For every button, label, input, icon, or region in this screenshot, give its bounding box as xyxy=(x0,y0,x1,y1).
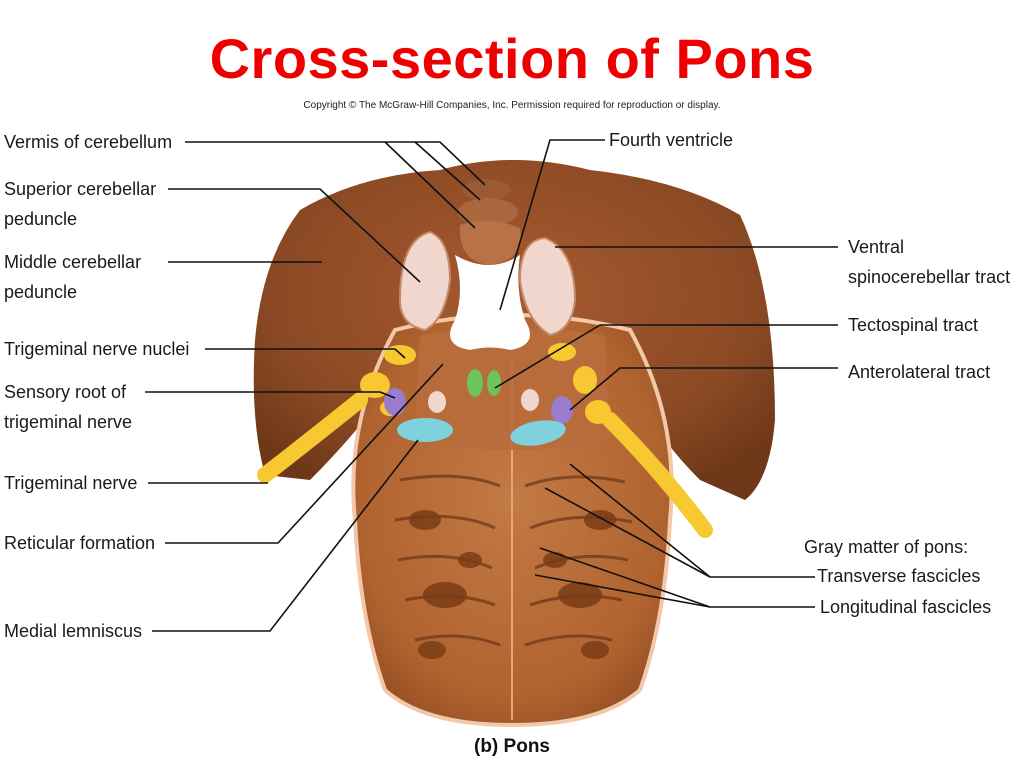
leader-superior-peduncle xyxy=(168,188,421,283)
leader-transverse-2 xyxy=(544,487,711,578)
left-medial-lemniscus xyxy=(397,418,453,442)
label-reticular-formation: Reticular formation xyxy=(4,533,155,553)
leader-anterolateral xyxy=(569,367,838,411)
label-superior-peduncle-1: Superior cerebellar xyxy=(4,179,156,199)
label-middle-peduncle-2: peduncle xyxy=(4,282,77,302)
leader-lines xyxy=(145,139,838,632)
leader-trigeminal-nuclei xyxy=(205,348,406,359)
label-sensory-root-1: Sensory root of xyxy=(4,382,127,402)
label-trigeminal-nerve: Trigeminal nerve xyxy=(4,473,137,493)
leader-longitudinal-2 xyxy=(534,574,711,608)
right-trigeminal-nerve xyxy=(602,412,713,538)
copyright-notice: Copyright © The McGraw-Hill Companies, I… xyxy=(303,100,721,111)
label-vermis: Vermis of cerebellum xyxy=(4,132,172,152)
label-tectospinal: Tectospinal tract xyxy=(848,315,978,335)
figure-caption: (b) Pons xyxy=(474,736,550,757)
label-trigeminal-nuclei: Trigeminal nerve nuclei xyxy=(4,339,189,359)
label-ventral-2: spinocerebellar tract xyxy=(848,267,1010,287)
leader-vermis xyxy=(185,141,486,186)
leader-reticular xyxy=(165,363,444,544)
right-trigeminal-nuclei xyxy=(548,343,611,424)
right-superior-peduncle xyxy=(518,236,577,337)
label-gray-matter: Gray matter of pons: xyxy=(804,537,968,557)
right-tectospinal-tract xyxy=(487,370,501,396)
leader-sensory-root xyxy=(145,391,396,399)
vermis-structure xyxy=(458,179,521,265)
label-sensory-root-2: trigeminal nerve xyxy=(4,412,132,432)
right-anterolateral-tract xyxy=(551,396,573,424)
leader-tectospinal xyxy=(494,324,838,389)
left-vessel xyxy=(428,391,446,413)
fourth-ventricle xyxy=(450,255,530,350)
leader-vermis-3 xyxy=(414,141,481,201)
label-middle-peduncle-1: Middle cerebellar xyxy=(4,252,141,272)
label-anterolateral: Anterolateral tract xyxy=(848,362,990,382)
right-medial-lemniscus xyxy=(510,420,566,446)
left-superior-peduncle xyxy=(398,230,452,332)
label-longitudinal-fascicles: Longitudinal fascicles xyxy=(820,597,991,617)
leader-vermis-2 xyxy=(384,141,476,229)
label-transverse-fascicles: Transverse fascicles xyxy=(817,566,980,586)
right-vessel xyxy=(521,389,539,411)
label-superior-peduncle-2: peduncle xyxy=(4,209,77,229)
label-fourth-ventricle: Fourth ventricle xyxy=(609,130,733,150)
leader-medial-lemniscus xyxy=(152,439,419,632)
leader-fourth-ventricle xyxy=(499,139,605,311)
left-tectospinal-tract xyxy=(467,369,483,397)
label-medial-lemniscus: Medial lemniscus xyxy=(4,621,142,641)
label-ventral-1: Ventral xyxy=(848,237,904,257)
page-title: Cross-section of Pons xyxy=(209,27,815,90)
left-anterolateral-tract xyxy=(384,388,406,416)
left-trigeminal-nerve xyxy=(257,392,368,483)
